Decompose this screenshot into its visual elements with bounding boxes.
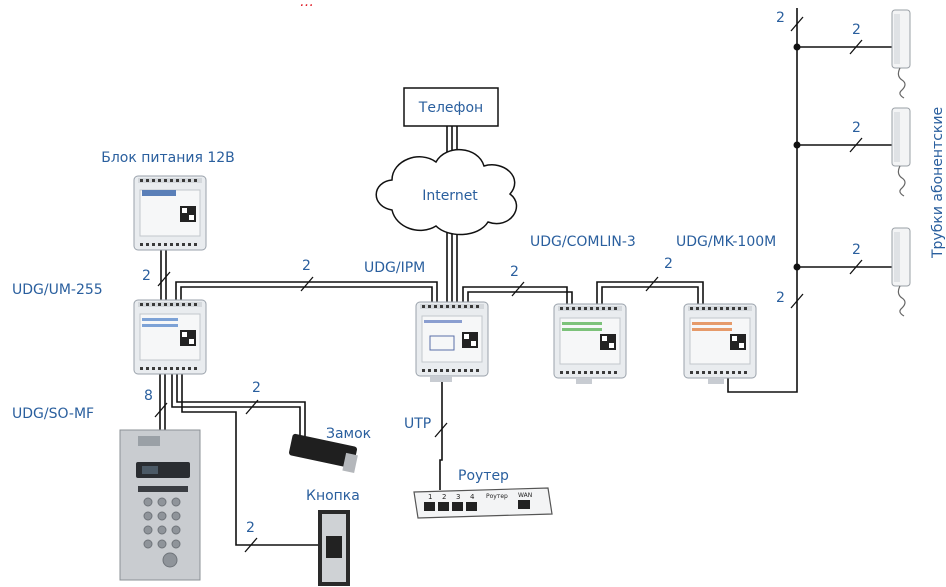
router-port-4: 4 [470, 493, 475, 501]
router-port-name: Роутер [486, 493, 508, 500]
router-port-wan: WAN [518, 492, 532, 499]
handset-1 [891, 9, 911, 99]
router-port-2: 2 [442, 493, 446, 501]
exit-button: Кнопка [306, 488, 360, 586]
handset-2 [891, 107, 911, 197]
wire-label-ipm-comlin: 2 [510, 264, 519, 280]
wire-label-riser-bottom: 2 [776, 290, 785, 306]
lock-label: Замок [326, 426, 371, 442]
power-supply-label: Блок питания 12В [101, 150, 235, 166]
junction-dots [793, 43, 801, 271]
handset-3 [891, 227, 911, 317]
phone-label: Телефон [418, 100, 483, 116]
um255-module: UDG/UM-255 [12, 282, 207, 375]
wire-label-button: 2 [246, 520, 255, 536]
wire-label-handset-3: 2 [852, 242, 861, 258]
button-label: Кнопка [306, 488, 360, 504]
wire-label-riser-top: 2 [776, 10, 785, 26]
wire-label-lock: 2 [252, 380, 261, 396]
mk100m-module: UDG/MK-100M [676, 234, 776, 384]
lock-device: Замок [288, 426, 371, 473]
wires [159, 8, 892, 546]
phone-box: Телефон [403, 87, 499, 127]
um255-label: UDG/UM-255 [12, 282, 103, 298]
wire-label-handset-1: 2 [852, 22, 861, 38]
wire-label-psu-um: 2 [142, 268, 151, 284]
comlin3-module: UDG/COMLIN-3 [530, 234, 636, 384]
wire-label-um-panel: 8 [144, 388, 153, 404]
internet-cloud: Internet [375, 148, 518, 236]
wire-count-marks [154, 16, 863, 553]
mk100m-label: UDG/MK-100M [676, 234, 776, 250]
power-supply: Блок питания 12В [101, 150, 235, 251]
internet-label: Internet [422, 188, 478, 204]
comlin3-label: UDG/COMLIN-3 [530, 234, 636, 250]
ipm-label: UDG/IPM [364, 260, 425, 276]
wire-label-comlin-mk: 2 [664, 256, 673, 272]
handsets-label: Трубки абонентские [930, 107, 946, 259]
call-panel: UDG/SO-MF [12, 406, 201, 581]
wire-label-utp: UTP [404, 416, 431, 432]
wire-label-handset-2: 2 [852, 120, 861, 136]
router-label: Роутер [458, 468, 509, 484]
router-device: 1 2 3 4 Роутер WAN Роутер [413, 468, 553, 519]
ipm-module: UDG/IPM [364, 260, 489, 382]
router-port-3: 3 [456, 493, 460, 501]
so-mf-label: UDG/SO-MF [12, 406, 94, 422]
wire-label-um-ipm: 2 [302, 258, 311, 274]
wire-count-labels: 2 2 2 2 8 2 2 UTP 2 2 2 2 2 [142, 10, 861, 536]
header-partial: … [300, 0, 314, 10]
router-port-1: 1 [428, 493, 432, 501]
